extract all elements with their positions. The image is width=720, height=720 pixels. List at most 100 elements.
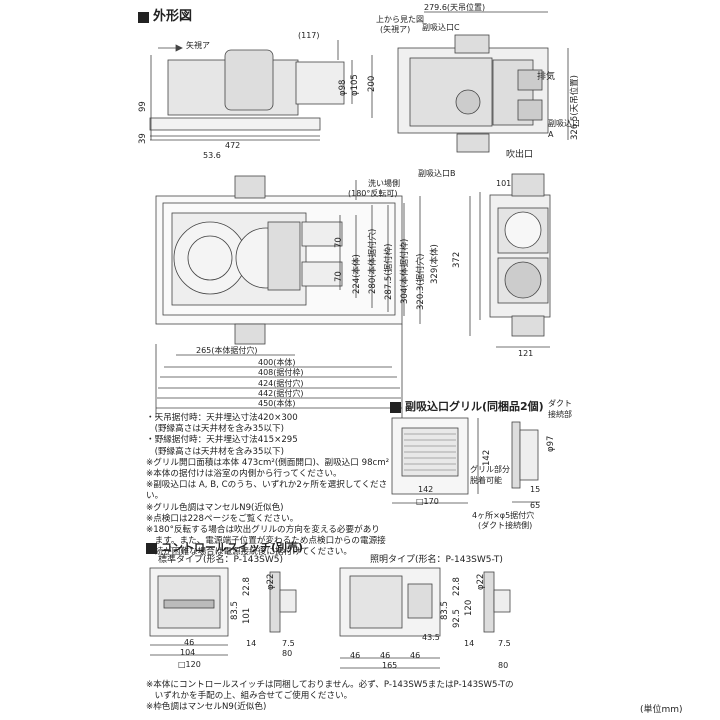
- end-view: [469, 173, 551, 348]
- sw-phi22b: φ22: [476, 573, 486, 590]
- dim-70b: 70: [334, 271, 344, 282]
- grille-view: [391, 417, 540, 504]
- dim-2875: 287.5(据付枠): [384, 243, 394, 300]
- rotate-label: (180°反転可): [348, 189, 398, 198]
- grille-part-label: グリル部分 脱着可能: [470, 465, 510, 485]
- sw-165: 165: [382, 661, 398, 670]
- grille-title-text: 副吸込口グリル(同梱品2個): [405, 400, 544, 413]
- note-line: ※本体の据付けは浴室の内側から行ってください。: [146, 469, 342, 480]
- switch-light-label: 照明タイプ(形名：P-143SW5-T): [370, 555, 503, 565]
- dim-3203: 320.3(据付穴): [416, 253, 426, 310]
- note-line: ※グリル開口面積は本体 473cm²(側面開口)、副吸込口 98cm²: [146, 457, 390, 468]
- wash-side-label: 洗い場側: [368, 179, 400, 188]
- sw-14b: 14: [464, 639, 475, 648]
- sw-120b: 120: [464, 599, 474, 616]
- sw-835b: 83.5: [440, 601, 450, 620]
- dim-304: 304(本体据付枠): [400, 238, 410, 304]
- sw-120: □120: [178, 660, 201, 669]
- top-note-2: (矢視ア): [380, 25, 411, 34]
- note-line: (野縁高さは天井材を含み35以下): [146, 446, 284, 457]
- grille-duct-side: (ダクト接続側): [478, 521, 533, 530]
- sw-835a: 83.5: [230, 601, 240, 620]
- dim-99: 99: [138, 101, 148, 112]
- section-title-text: 外形図: [153, 9, 193, 24]
- dim-2796: 279.6(天吊位置): [424, 3, 486, 12]
- grille-142-h: 142: [418, 485, 434, 494]
- dim-400: 400(本体): [258, 358, 296, 367]
- sw-228a: 22.8: [242, 577, 252, 596]
- top-view: [397, 11, 569, 153]
- square-bullet-icon: [390, 401, 401, 413]
- dim-101: 101: [496, 179, 512, 188]
- sw-925: 92.5: [452, 609, 462, 628]
- note-line: ・天吊据付時：天井埋込寸法420×300: [146, 413, 298, 423]
- sw-46d: 46: [410, 651, 421, 660]
- dim-442: 442(据付穴): [258, 389, 304, 398]
- sw-14a: 14: [246, 639, 257, 648]
- arrow-label: 矢視ア: [186, 41, 210, 50]
- grille-title: 副吸込口グリル(同梱品2個): [390, 400, 544, 414]
- spec-notes: ・天吊据付時：天井埋込寸法420×300 (野縁高さは天井材を含み35以下) ・…: [146, 413, 396, 559]
- top-note-1: 上から見た図: [376, 15, 424, 24]
- sw-104: 104: [180, 648, 196, 657]
- bottom-note-line: いずれかを手配の上、組み合せてご使用ください。: [146, 691, 353, 702]
- bottom-notes: ※本体にコントロールスイッチは同梱しておりません。必ず、P-143SW5またはP…: [146, 680, 556, 714]
- outlet-label: 吹出口: [506, 150, 534, 160]
- dim-117: (117): [298, 31, 320, 40]
- sw-46a: 46: [184, 638, 195, 647]
- dim-536: 53.6: [203, 151, 221, 160]
- grille-65: 65: [530, 501, 541, 510]
- bottom-note-line: ※枠色調はマンセルN9(近似色): [146, 702, 267, 713]
- note-line: (野縁高さは天井材を含み35以下): [146, 424, 284, 435]
- note-line: ※副吸込口は A, B, Cのうち、いずれか2ヶ所を選択してください。: [146, 480, 388, 502]
- grille-holes: 4ヶ所×φ5据付穴: [472, 511, 535, 520]
- section-title: 外形図: [138, 10, 192, 24]
- bottom-note-line: ※本体にコントロールスイッチは同梱しておりません。必ず、P-143SW5またはP…: [146, 680, 514, 690]
- note-line: ※180°反転する場合は吹出グリルの方向を変える必要があり: [146, 525, 380, 536]
- sub-inlet-c: 副吸込口C: [422, 23, 460, 32]
- switch-standard-label: 標準タイプ(形名：P-143SW5): [158, 555, 284, 565]
- note-line: ※グリル色調はマンセルN9(近似色): [146, 502, 284, 513]
- sw-435: 43.5: [422, 633, 440, 642]
- dim-408: 408(据付枠): [258, 368, 304, 377]
- grille-170: □170: [416, 497, 439, 506]
- dim-265: 265(本体据付穴): [196, 346, 258, 355]
- sub-inlet-a: 副吸込口 A: [548, 119, 580, 139]
- grille-phi97: φ97: [546, 435, 556, 452]
- unit-label: (単位mm): [640, 705, 683, 715]
- grille-duct-label: ダクト 接続部: [548, 399, 572, 419]
- sub-inlet-b: 副吸込口B: [418, 169, 456, 178]
- sw-46c: 46: [380, 651, 391, 660]
- dim-39: 39: [138, 133, 148, 144]
- sw-46b: 46: [350, 651, 361, 660]
- switch-title-text: コントロールスイッチ(別売): [161, 541, 304, 554]
- square-bullet-icon: [146, 542, 157, 554]
- dim-121: 121: [518, 349, 534, 358]
- sw-101: 101: [242, 607, 252, 624]
- switch-view: [149, 567, 511, 669]
- dim-472: 472: [225, 141, 241, 150]
- sw-228b: 22.8: [452, 577, 462, 596]
- exhaust-label: 排気: [537, 72, 556, 82]
- sw-80b: 80: [498, 661, 509, 670]
- sw-75b: 7.5: [498, 639, 511, 648]
- dim-phi98: φ98: [338, 79, 348, 96]
- dim-372: 372: [452, 251, 462, 268]
- note-line: ・野縁据付時：天井埋込寸法415×295: [146, 435, 298, 446]
- note-line: ※点検口は228ページをご覧ください。: [146, 513, 299, 524]
- side-view: [149, 40, 373, 141]
- square-bullet-icon: [138, 11, 149, 23]
- dim-224: 224(本体): [352, 254, 362, 294]
- sw-75a: 7.5: [282, 639, 295, 648]
- grille-15: 15: [530, 485, 541, 494]
- sw-phi22a: φ22: [266, 573, 276, 590]
- dim-450: 450(本体): [258, 399, 296, 408]
- plan-view: [155, 175, 421, 418]
- note-line: ます。また、電源端子位置が変わるため点検口からの電源接: [146, 536, 386, 547]
- dim-329: 329(本体): [430, 244, 440, 284]
- dim-200: 200: [367, 75, 377, 92]
- dim-280: 280(本体据付穴): [368, 228, 378, 294]
- dim-424: 424(据付穴): [258, 379, 304, 388]
- switch-title: コントロールスイッチ(別売): [146, 541, 303, 555]
